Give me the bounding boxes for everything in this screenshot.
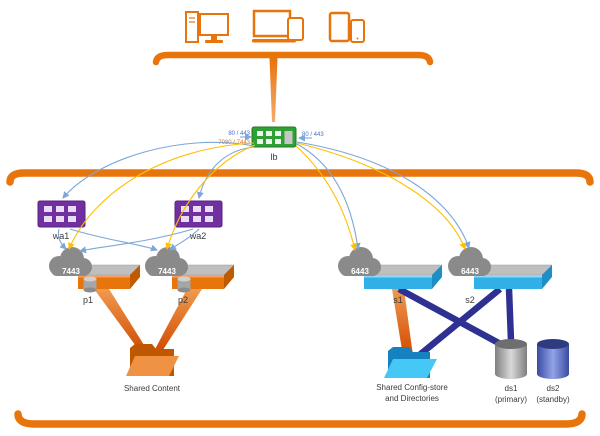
ds1-role-label: (primary) bbox=[495, 395, 527, 404]
p1-label: p1 bbox=[83, 295, 93, 305]
web-adaptor-wa2: wa2 bbox=[174, 200, 223, 241]
config-store-folder-front bbox=[384, 359, 437, 378]
network-bar-middle bbox=[6, 169, 594, 186]
s1-server-side bbox=[432, 265, 442, 289]
load-balancer-node: lb 80 / 443 7080 / 7443 80 / 443 bbox=[218, 126, 324, 162]
ds1-cylinder-top bbox=[495, 339, 527, 349]
s2-port-text: 6443 bbox=[461, 267, 479, 276]
arrow-lb-wa2 bbox=[196, 146, 255, 199]
wa1-icon bbox=[37, 200, 86, 228]
portal-traffic-arrows bbox=[68, 142, 467, 251]
server-machine-s2: s2 bbox=[465, 264, 553, 305]
config-store-label-line1: Shared Config-store bbox=[376, 383, 448, 392]
ds2-cylinder-top bbox=[537, 339, 569, 349]
arrow-wa2-p1 bbox=[79, 228, 194, 254]
web-traffic-arrows bbox=[57, 133, 471, 254]
arrow-lb-s1 bbox=[296, 143, 361, 250]
s1-label: s1 bbox=[393, 295, 403, 305]
connector-s1-ds1 bbox=[397, 286, 508, 350]
p1-port-text: 7443 bbox=[62, 267, 80, 276]
client-bracket bbox=[152, 51, 434, 66]
storage-connectors bbox=[94, 286, 515, 360]
network-bar-bottom bbox=[14, 410, 586, 428]
laptop-client-icon bbox=[252, 9, 304, 43]
arrow-lb-wa1 bbox=[62, 141, 255, 199]
client-tier bbox=[152, 9, 434, 122]
p2-port-cloud: 7443 bbox=[145, 247, 188, 276]
ds2-name-label: ds2 bbox=[547, 384, 560, 393]
shared-content-folder-front bbox=[126, 356, 179, 376]
p1-datastore-cylinder bbox=[83, 276, 97, 293]
wa2-label: wa2 bbox=[189, 231, 207, 241]
web-adaptor-wa1: wa1 bbox=[37, 200, 86, 241]
s1-port-text: 6443 bbox=[351, 267, 369, 276]
connector-p2-content bbox=[153, 289, 202, 353]
lb-label: lb bbox=[270, 152, 277, 162]
lb-left-web-port-label: 80 / 443 bbox=[228, 131, 250, 137]
s2-port-cloud: 6443 bbox=[448, 247, 491, 276]
connector-s2-ds1 bbox=[505, 288, 515, 342]
server-machine-s1: s1 bbox=[363, 264, 443, 305]
arrow-lb-p1-gold bbox=[68, 142, 255, 250]
ds2-cylinder-body bbox=[537, 344, 569, 379]
s2-label: s2 bbox=[465, 295, 475, 305]
ds2-role-label: (standby) bbox=[536, 395, 570, 404]
client-bracket-stem bbox=[269, 58, 278, 122]
s1-port-cloud: 6443 bbox=[338, 247, 381, 276]
config-store-label-line2: and Directories bbox=[385, 394, 439, 403]
arrow-lb-s2 bbox=[296, 141, 471, 249]
datastore-ds2: ds2 (standby) bbox=[536, 339, 570, 404]
arrow-wa1-p1 bbox=[57, 228, 67, 250]
mobile-client-icon bbox=[328, 11, 365, 43]
arrow-lb-p2-gold bbox=[165, 144, 256, 250]
wa2-ports bbox=[181, 206, 213, 222]
wa1-ports bbox=[44, 206, 76, 222]
s2-server-side bbox=[542, 265, 552, 289]
connector-p1-content bbox=[94, 289, 149, 353]
p2-datastore-cylinder bbox=[177, 276, 191, 293]
arrow-wa1-p2 bbox=[69, 228, 158, 252]
load-balancer-side-panel bbox=[284, 131, 293, 144]
arrow-lb-s2-gold bbox=[296, 142, 467, 250]
p2-port-text: 7443 bbox=[158, 267, 176, 276]
shared-content-label: Shared Content bbox=[124, 384, 181, 393]
s1-server-front bbox=[364, 275, 432, 289]
p2-server-side bbox=[224, 265, 234, 289]
shared-content-folder: Shared Content bbox=[124, 344, 181, 393]
ds1-cylinder-body bbox=[495, 344, 527, 379]
p1-server-side bbox=[130, 265, 140, 289]
arrow-wa2-p2 bbox=[169, 228, 200, 251]
datastore-ds1: ds1 (primary) bbox=[495, 339, 527, 404]
desktop-client-icon bbox=[185, 11, 229, 43]
connector-s1-configstore bbox=[392, 289, 413, 356]
load-balancer-ports bbox=[257, 131, 281, 144]
lb-right-port-label: 80 / 443 bbox=[302, 132, 324, 138]
wa1-label: wa1 bbox=[52, 231, 70, 241]
s2-server-front bbox=[474, 275, 542, 289]
p1-port-cloud: 7443 bbox=[49, 247, 92, 276]
ds1-name-label: ds1 bbox=[505, 384, 518, 393]
connector-s2-configstore bbox=[414, 286, 503, 360]
config-store-folder: Shared Config-store and Directories bbox=[376, 347, 448, 403]
traffic-arrows bbox=[57, 133, 471, 254]
p2-label: p2 bbox=[178, 295, 188, 305]
arrow-lb-s1-gold bbox=[295, 145, 358, 251]
